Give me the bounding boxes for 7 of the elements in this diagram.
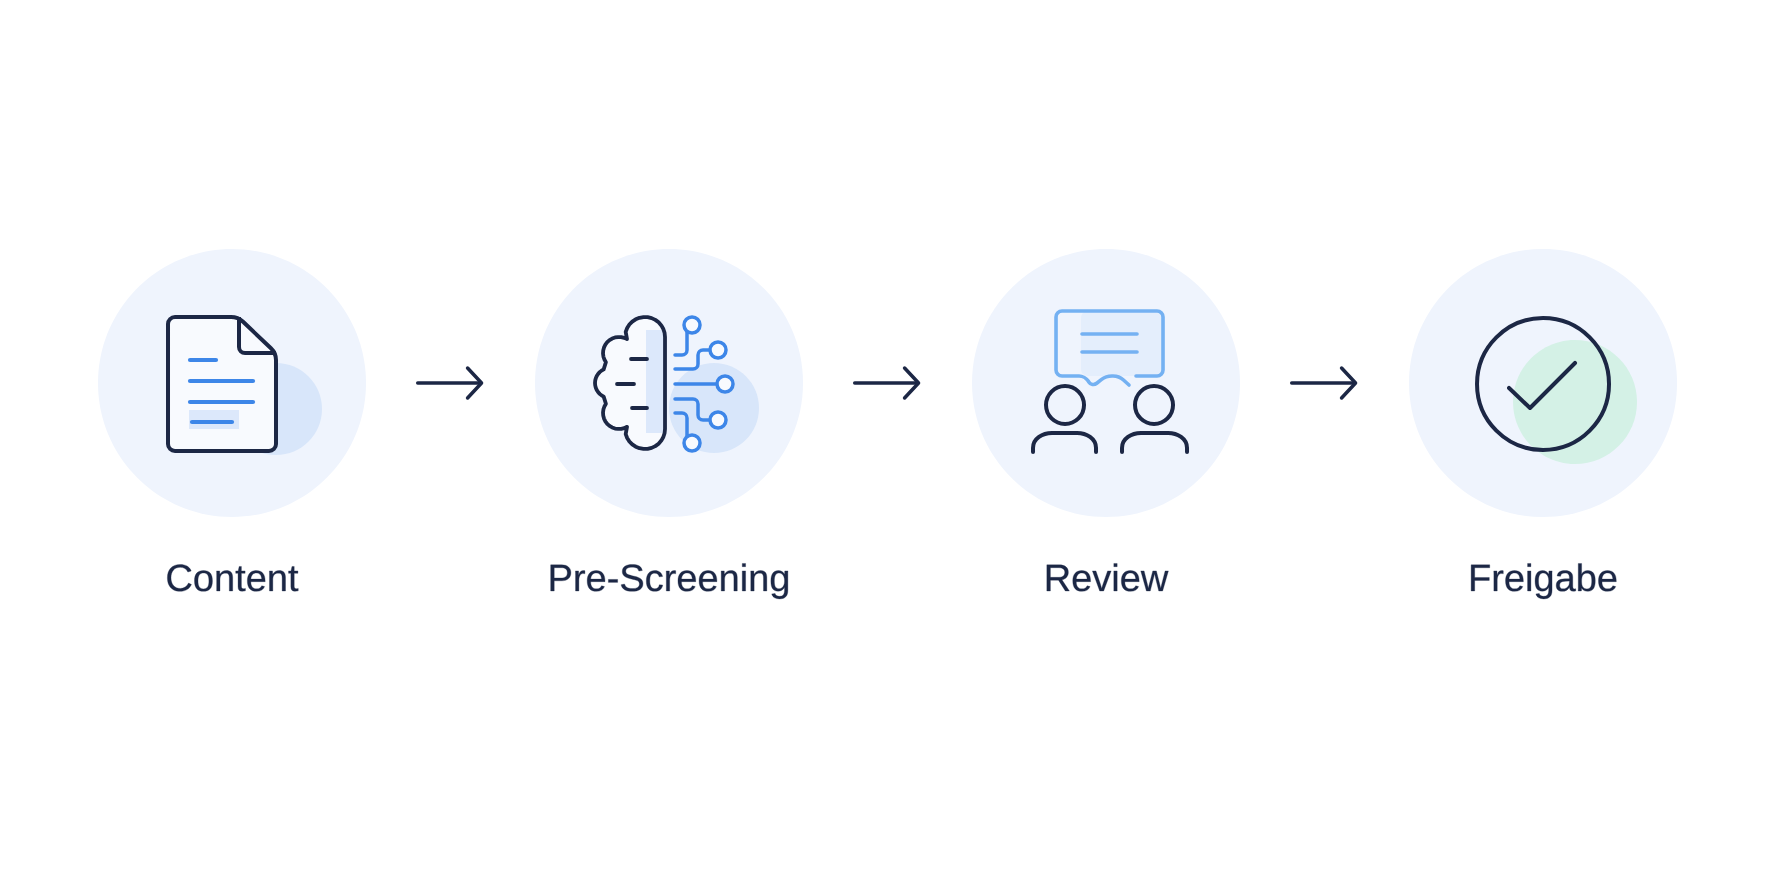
- arrow: [415, 366, 484, 400]
- step-label: Freigabe: [1471, 563, 1617, 599]
- arrow: [1289, 366, 1358, 400]
- arrow: [852, 366, 921, 400]
- step-label: Content: [167, 564, 299, 592]
- step-label: Review: [1046, 563, 1169, 592]
- step-label: Pre-Screening: [550, 563, 788, 599]
